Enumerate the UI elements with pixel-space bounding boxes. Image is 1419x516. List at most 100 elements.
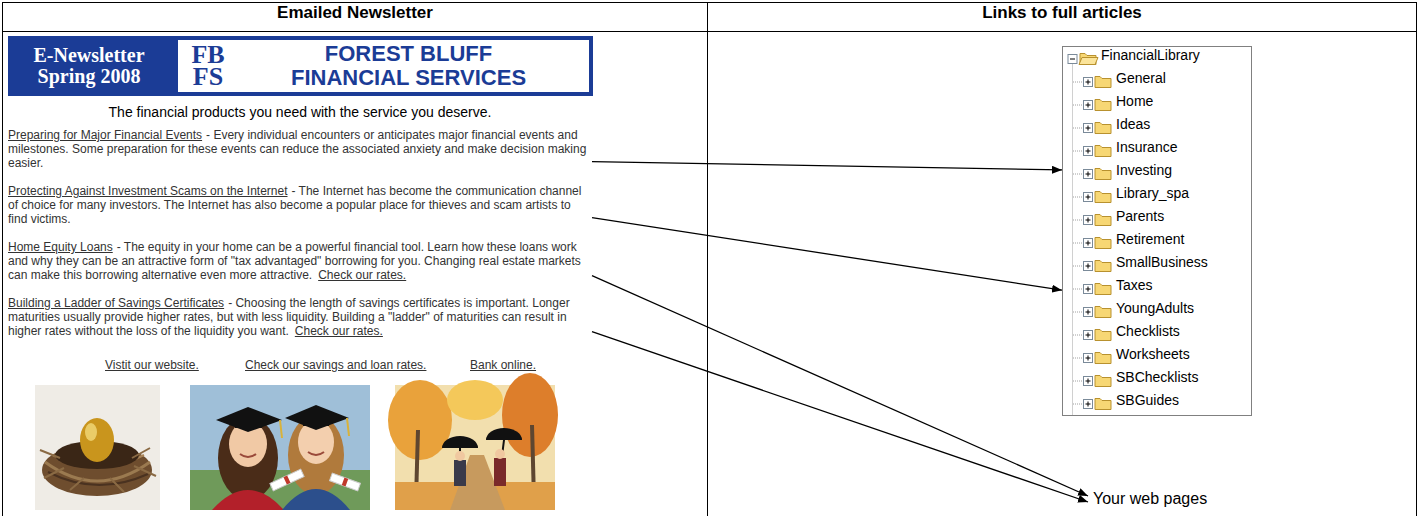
table-column: Links to full articlesFinancialLibraryGe… [707,2,1417,516]
folder-icon [1095,261,1111,272]
graduates-photo [330,473,361,491]
graduates-photo [235,420,262,428]
graduates-photo [330,473,361,491]
folder-name: Insurance [1116,139,1177,162]
tree-row-icon [1073,215,1111,226]
target-label: Your web pages [1093,489,1207,509]
graduates-photo [280,420,282,438]
nest-egg-photo [85,423,97,441]
article-title: Building a Ladder of Savings Certificate… [8,296,224,310]
folder-icon [1095,146,1111,157]
folder-icon [1095,376,1111,387]
arrow-connector [592,276,1088,496]
autumn-couple-photo [486,428,522,440]
graduates-photo [270,469,304,491]
graduates-photo [270,469,304,491]
expander-box [1084,78,1093,87]
autumn-couple-photo [455,451,465,461]
logo-box: FB FS FOREST BLUFF FINANCIAL SERVICES [178,40,589,92]
tree-row-icon [1068,54,1098,65]
expander-sign [1088,241,1089,246]
article-title: Home Equity Loans [8,240,113,254]
expander-sign [1088,172,1089,177]
tree-line [1073,266,1083,267]
expander-sign [1088,333,1089,338]
tree-line [1073,220,1083,221]
logo-monogram: FB FS [188,44,228,88]
folder-icon [1095,330,1111,341]
tree-row-icon [1073,146,1111,157]
graduates-photo [285,405,349,430]
tree-row-icon [1073,307,1111,318]
tree-line [1073,128,1083,129]
expander-sign [1088,80,1089,85]
expander-sign [1088,287,1089,292]
graduates-photo [240,454,256,457]
tree-line [1073,174,1083,175]
arrow-connector [592,332,1088,502]
graduates-photo [303,418,329,426]
tree-line [1073,82,1083,83]
rates-link: Check our rates. [318,268,406,282]
expander-box [1084,193,1093,202]
article-summary: Protecting Against Investment Scams on t… [8,184,592,226]
folder-name: Taxes [1116,277,1153,300]
folder-icon [1095,399,1111,410]
graduates-photo [282,489,350,510]
tree-line [1073,312,1083,313]
folder-name: SBChecklists [1116,369,1198,392]
tree-row-icon [1073,192,1111,203]
column-header: Emailed Newsletter [3,3,707,32]
expander-sign [1088,379,1089,384]
table-column: Emailed NewsletterE-Newsletter Spring 20… [2,2,708,516]
tree-line [1073,381,1083,382]
graduates-photo [216,407,282,432]
autumn-couple-photo [450,455,505,510]
expander-sign [1088,103,1089,108]
tree-line [1073,197,1083,198]
column-header: Links to full articles [708,3,1416,32]
autumn-couple-photo [502,373,558,457]
tree-row-icon [1073,399,1111,410]
expander-box [1084,216,1093,225]
graduates-photo [190,470,370,510]
expander-sign [1088,264,1089,269]
footer-link: Bank online. [470,358,536,372]
tree-row-icon [1073,238,1111,249]
tree-row-icon [1073,330,1111,341]
folder-icon [1095,238,1111,249]
folder-name: Home [1116,93,1153,116]
expander-box [1084,308,1093,317]
autumn-couple-photo [447,380,503,420]
graduates-photo [342,478,348,487]
tree-line [1073,105,1083,106]
graduates-photo [308,452,324,455]
tree-row-icon [1073,77,1111,88]
expander-sign [1070,59,1075,60]
autumn-couple-photo [494,458,506,486]
folder-icon [1095,353,1111,364]
expander-box [1084,170,1093,179]
expander-box [1068,55,1077,64]
expander-sign [1088,149,1089,154]
folder-icon [1095,307,1111,318]
company-name: FOREST BLUFF FINANCIAL SERVICES [284,42,534,90]
folder-icon [1095,192,1111,203]
expander-box [1084,101,1093,110]
tree-line [1073,243,1083,244]
folder-name: FinancialLibrary [1101,47,1200,70]
expander-sign [1088,356,1089,361]
expander-sign [1088,195,1089,200]
graduates-photo [283,476,290,485]
autumn-couple-photo [495,449,505,459]
folder-name: Checklists [1116,323,1180,346]
folder-name: Ideas [1116,116,1150,139]
tagline: The financial products you need with the… [8,104,592,120]
tree-line [1072,64,1073,417]
expander-sign [1088,126,1089,131]
newsletter-banner: E-Newsletter Spring 2008FB FSFOREST BLUF… [8,36,593,96]
graduates-photo [347,418,349,436]
tree-line [1073,289,1083,290]
tree-row-icon [1073,353,1111,364]
